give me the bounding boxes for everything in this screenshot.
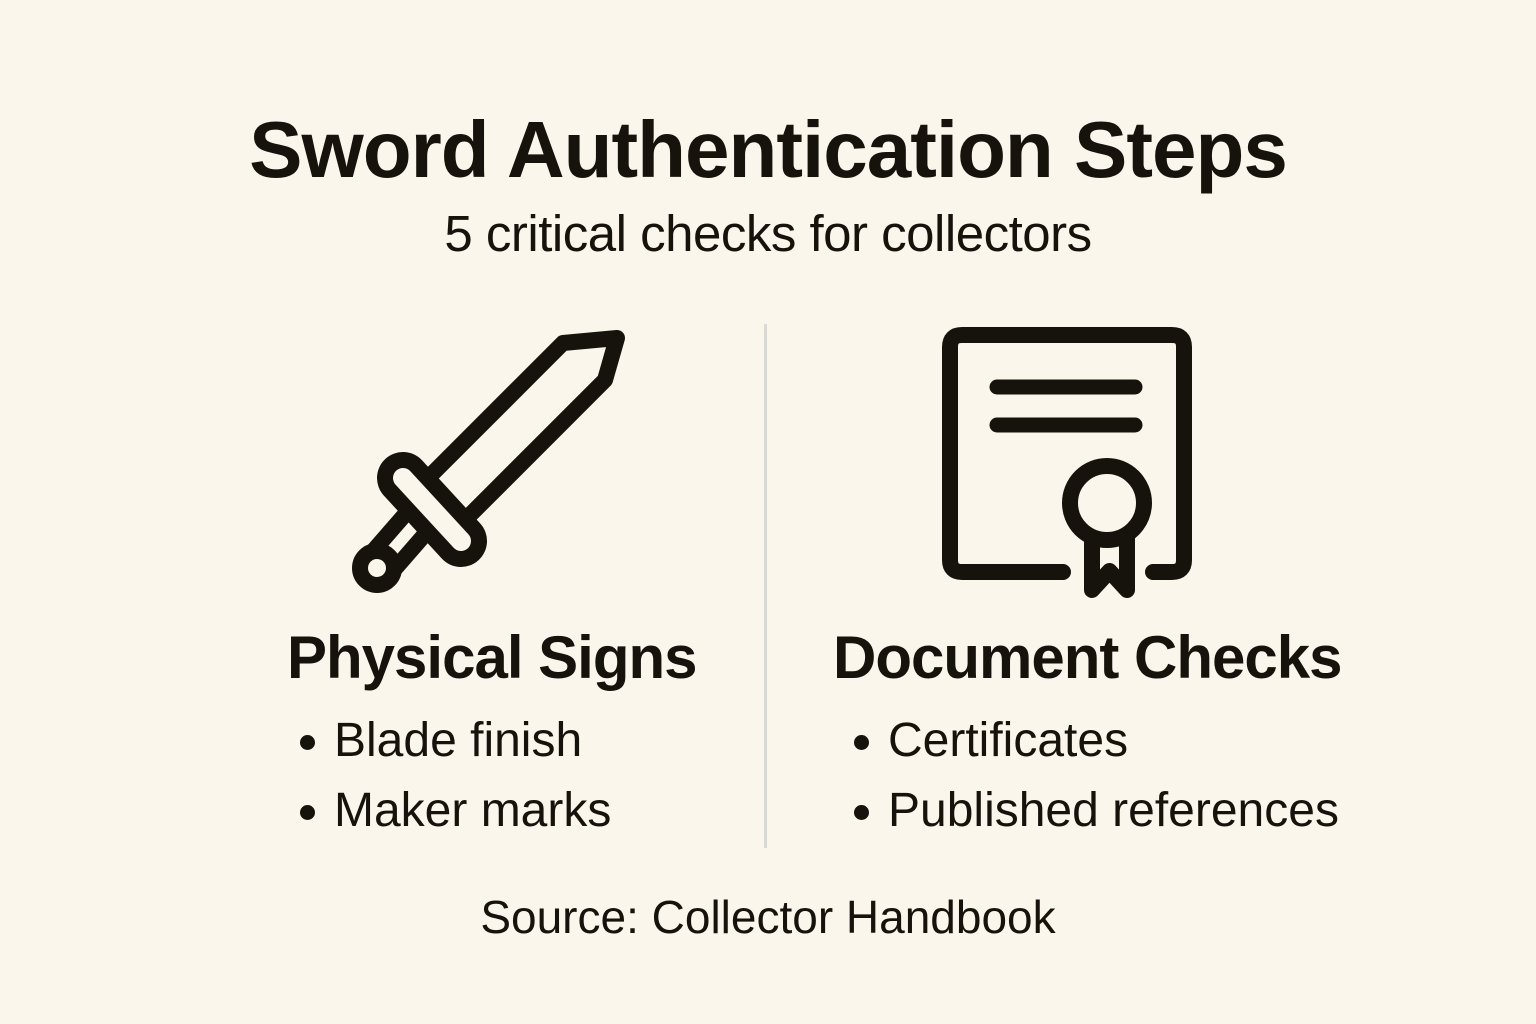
bullet-dot-icon	[848, 776, 888, 846]
page-subtitle: 5 critical checks for collectors	[444, 205, 1092, 262]
sword-icon	[352, 330, 625, 593]
certificate-icon	[942, 327, 1192, 598]
bullet-label: Published references	[888, 784, 1339, 837]
list-item: Certificates	[848, 706, 1339, 776]
list-item: Blade finish	[294, 706, 611, 776]
bullet-dot-icon	[848, 706, 888, 776]
page-title: Sword Authentication Steps	[249, 105, 1288, 194]
bullet-label: Maker marks	[334, 784, 612, 837]
bullet-list: Blade finish Maker marks	[294, 706, 611, 846]
bullet-dot-icon	[294, 776, 334, 846]
list-item: Maker marks	[294, 776, 611, 846]
bullet-label: Blade finish	[334, 714, 583, 767]
bullet-dot-icon	[294, 706, 334, 776]
source-text: Source: Collector Handbook	[480, 891, 1056, 943]
list-item: Published references	[848, 776, 1339, 846]
column-divider	[764, 324, 767, 848]
column-heading: Physical Signs	[287, 624, 698, 691]
bullet-list: Certificates Published references	[848, 706, 1339, 846]
bullet-label: Certificates	[888, 714, 1129, 767]
column-heading: Document Checks	[833, 624, 1342, 691]
